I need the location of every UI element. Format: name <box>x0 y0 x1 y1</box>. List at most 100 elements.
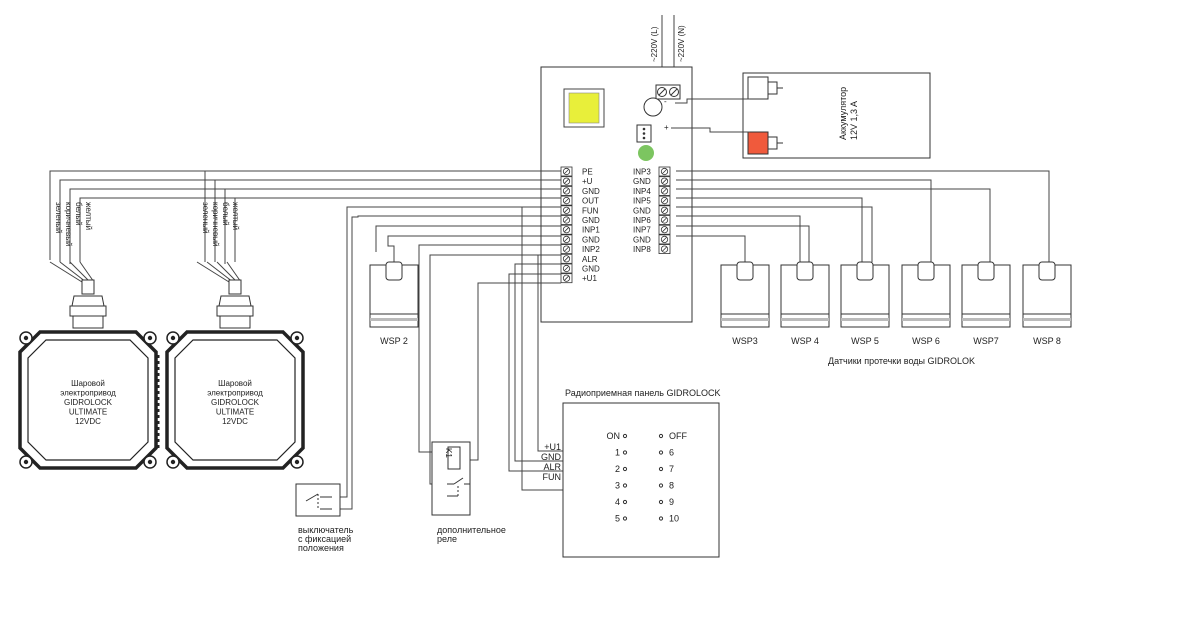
right-terminal-screw <box>658 224 671 235</box>
controller-module: - + PE+UGNDOUTFUNGNDINP1GNDINP2ALRGND+U1… <box>540 66 693 323</box>
battery-label-1: Аккумулятор <box>838 87 848 140</box>
actuator-wire-label: белый <box>74 202 83 226</box>
right-terminal-label: GND <box>633 206 651 215</box>
left-terminal-label: GND <box>582 235 600 244</box>
right-terminal-label: INP6 <box>633 216 651 225</box>
radio-dot <box>622 450 628 455</box>
left-terminal-screw <box>560 234 573 245</box>
battery-plus-terminal <box>747 131 769 155</box>
sensor: WSP 4 <box>780 261 830 346</box>
right-terminal-screw <box>658 234 671 245</box>
sensor-label: WSP 2 <box>380 336 408 346</box>
left-terminal-label: OUT <box>582 197 599 206</box>
cable-gland <box>228 279 242 295</box>
right-terminal-label: GND <box>633 177 651 186</box>
sensor-label: WSP 4 <box>791 336 819 346</box>
right-terminal-screw <box>658 185 671 196</box>
actuator-label: GIDROLOCK <box>64 398 113 407</box>
sensors-caption: Датчики протечки воды GIDROLOK <box>828 356 975 366</box>
battery-minus-wire <box>675 98 750 104</box>
right-terminal-screw <box>658 205 671 216</box>
sensor: WSP7 <box>961 261 1011 346</box>
battery-plus-wire <box>671 127 750 133</box>
battery-minus-mark: - <box>664 97 667 106</box>
sensor: WSP3 <box>720 261 770 346</box>
radio-right-label: OFF <box>669 431 687 441</box>
right-terminal-screw <box>658 166 671 177</box>
actuator-wire-label: белый <box>221 202 230 226</box>
actuator-wire-label: желтый <box>84 202 93 230</box>
radio-right-label: 6 <box>669 448 674 458</box>
left-terminal-screw <box>560 244 573 255</box>
left-terminal-label: FUN <box>582 206 599 215</box>
left-terminal-screw <box>560 215 573 225</box>
battery-label-2: 12V 1,3 A <box>849 101 859 140</box>
sensor-label: WSP3 <box>732 336 758 346</box>
left-terminal-screw <box>560 185 573 196</box>
sensor: WSP 2 <box>369 261 419 346</box>
left-terminal-label: +U1 <box>582 274 597 283</box>
power-n-label: ~220V (N) <box>677 25 686 62</box>
sensor-connector <box>917 261 935 281</box>
sensor-label: WSP7 <box>973 336 999 346</box>
radio-dot <box>622 516 628 521</box>
battery: Аккумулятор 12V 1,3 A <box>671 72 931 159</box>
left-terminal-screw <box>560 273 573 284</box>
relay-label-2: реле <box>437 534 457 544</box>
radio-dot <box>658 450 664 455</box>
radio-dot <box>622 466 628 472</box>
radio-terminal-label: +U1 <box>544 442 561 452</box>
actuator-wire-label: зеленый <box>201 202 210 234</box>
right-terminal-label: INP8 <box>633 245 651 254</box>
left-terminal-screw <box>560 253 573 264</box>
switch-label-1: выключатель <box>298 525 354 535</box>
relay-label-1: дополнительное <box>437 525 506 535</box>
left-wiring <box>49 170 563 510</box>
left-terminal-screw <box>560 176 573 187</box>
actuator-wire-label: желтый <box>231 202 240 230</box>
radio-dot <box>658 483 664 488</box>
actuator-label: Шаровой <box>218 379 252 388</box>
left-terminal-label: INP1 <box>582 226 600 235</box>
actuator-wire-label: коричневый <box>211 202 220 246</box>
radio-left-label: 1 <box>615 448 620 458</box>
actuator-label: Шаровой <box>71 379 105 388</box>
radio-panel-title: Радиоприемная панель GIDROLOCK <box>565 388 720 398</box>
radio-dot <box>658 499 664 505</box>
status-led-icon <box>638 145 654 161</box>
auxiliary-relay: K1 дополнительное реле <box>431 441 506 544</box>
sensor-label: WSP 5 <box>851 336 879 346</box>
radio-dot <box>658 433 664 439</box>
right-terminal-label: INP5 <box>633 197 651 206</box>
sensor-connector <box>385 261 403 281</box>
sensor: WSP 6 <box>901 261 951 346</box>
actuator-label: 12VDC <box>75 417 101 426</box>
left-terminal-label: INP2 <box>582 245 600 254</box>
relay-coil <box>447 446 461 470</box>
actuator-label: электропривод <box>207 389 263 398</box>
position-switch: выключатель с фиксацией положения <box>295 483 354 553</box>
radio-terminal-label: GND <box>541 452 562 462</box>
display-screen <box>568 92 600 124</box>
radio-right-label: 8 <box>669 481 674 491</box>
radio-left-label: 5 <box>615 514 620 524</box>
fuse-icon <box>643 97 663 117</box>
switch-label-3: положения <box>298 543 344 553</box>
right-terminal-label: INP4 <box>633 187 651 196</box>
radio-right-label: 10 <box>669 514 679 524</box>
left-terminal-screw <box>560 224 573 235</box>
left-terminal-screw <box>560 195 573 206</box>
radio-left-label: 4 <box>615 497 620 507</box>
switch-label-2: с фиксацией <box>298 534 351 544</box>
radio-left-label: ON <box>607 431 621 441</box>
relay-coil-label: K1 <box>444 448 453 458</box>
actuator-label: GIDROLOCK <box>211 398 260 407</box>
power-l-label: ~220V (L) <box>650 26 659 62</box>
